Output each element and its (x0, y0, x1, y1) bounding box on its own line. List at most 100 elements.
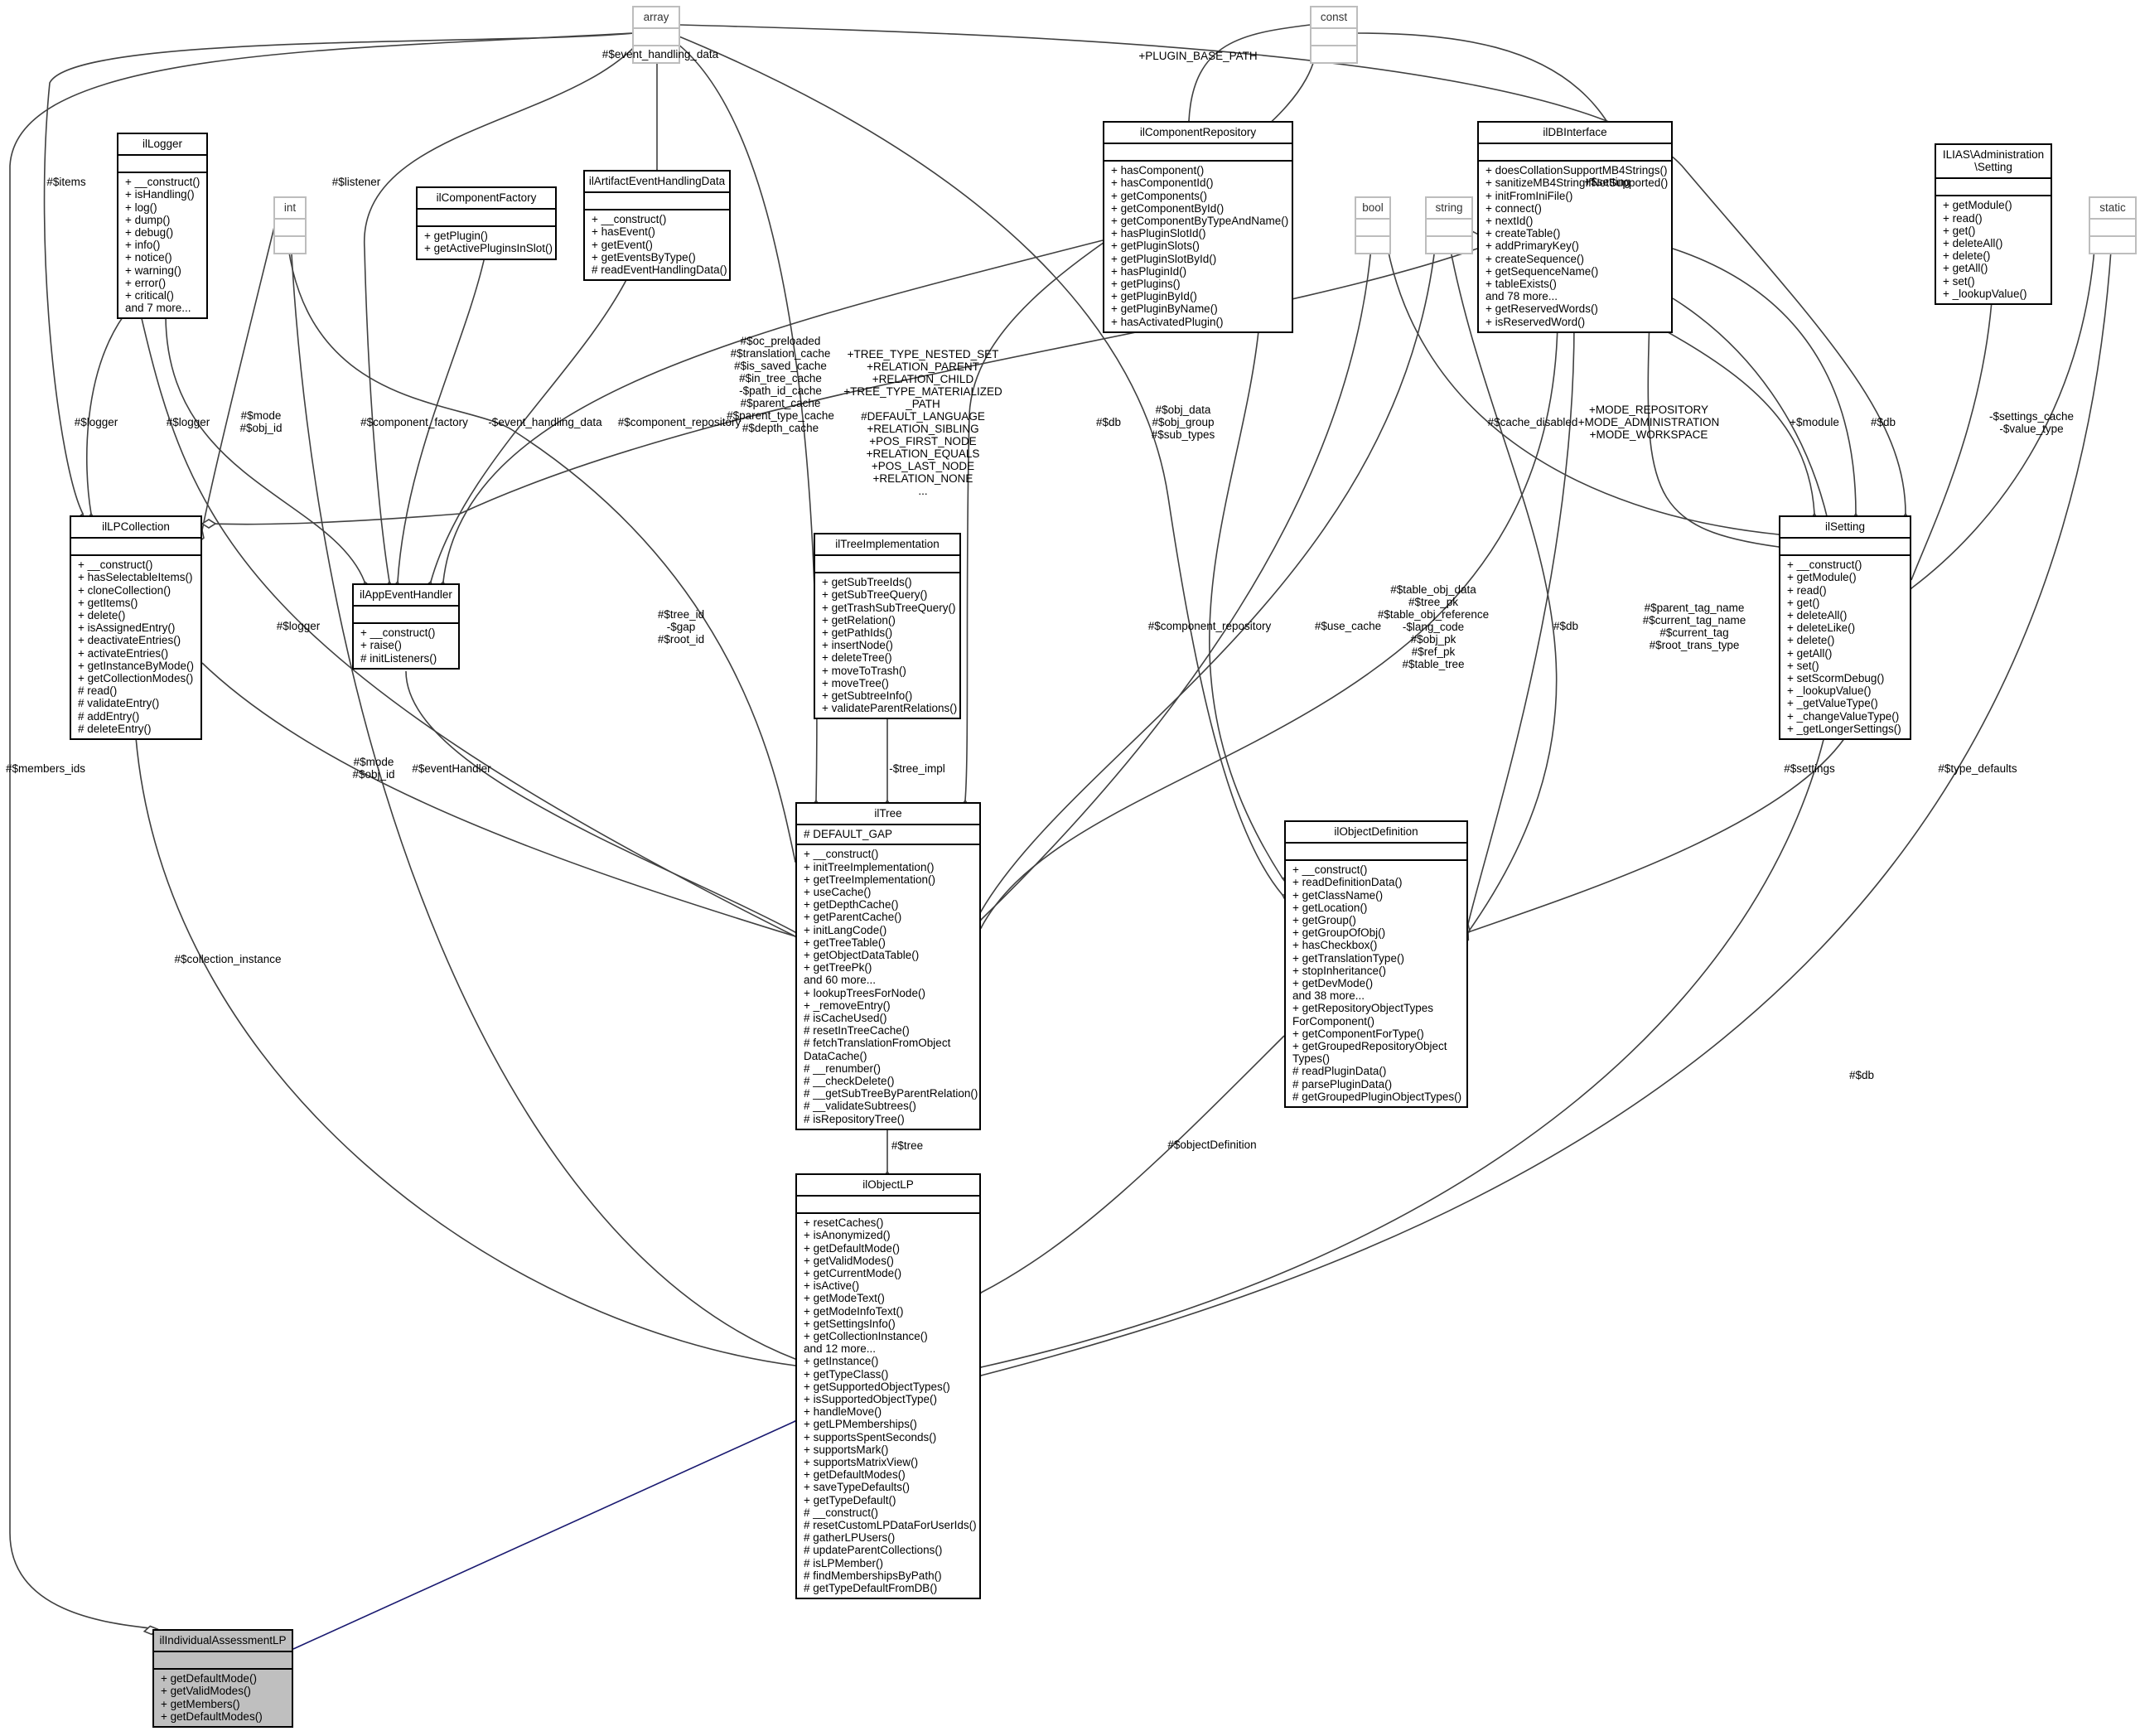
node-ilindividualassessmentlp[interactable]: ilIndividualAssessmentLP+ getDefaultMode… (152, 1629, 293, 1729)
method-item[interactable]: + info() (125, 239, 161, 252)
method-item[interactable]: + getLocation() (1292, 901, 1368, 914)
method-item[interactable]: Types() (1292, 1052, 1331, 1066)
method-item[interactable]: + delete() (1943, 249, 1991, 263)
method-item[interactable]: + getActivePluginsInSlot() (424, 242, 553, 255)
method-item[interactable]: # readEventHandlingData() (592, 264, 727, 277)
method-item[interactable]: + getPlugin() (424, 230, 488, 243)
method-item[interactable]: + get() (1787, 596, 1820, 609)
method-item[interactable]: + tableExists() (1485, 278, 1557, 291)
method-item[interactable]: + getRelation() (822, 613, 896, 626)
method-item[interactable]: + getGroupOfObj() (1292, 926, 1386, 940)
method-item[interactable]: + _getValueType() (1787, 697, 1878, 710)
method-item[interactable]: + critical() (125, 289, 174, 302)
method-item[interactable]: + hasPluginId() (1111, 264, 1187, 278)
method-item[interactable]: + hasComponentId() (1111, 177, 1214, 190)
method-item[interactable]: + getTreePk() (804, 961, 872, 974)
method-item[interactable]: + getLPMemberships() (804, 1418, 917, 1431)
method-item[interactable]: + notice() (125, 251, 172, 264)
method-item[interactable]: + getGroupedRepositoryObject (1292, 1040, 1447, 1053)
method-item[interactable]: and 7 more... (125, 302, 191, 315)
method-item[interactable]: + connect() (1485, 201, 1542, 215)
method-item[interactable]: + deleteAll() (1943, 237, 2003, 250)
method-item[interactable]: + delete() (1787, 634, 1835, 647)
method-item[interactable]: + getModeInfoText() (804, 1304, 904, 1318)
method-item[interactable]: + getObjectDataTable() (804, 949, 920, 962)
method-item[interactable]: + _lookupValue() (1787, 684, 1872, 698)
node-ilartifacteventhandlingdata[interactable]: ilArtifactEventHandlingData+ __construct… (583, 170, 731, 282)
node-ilsetting[interactable]: ilSetting+ __construct()+ getModule()+ r… (1779, 515, 1911, 741)
method-item[interactable]: + __construct() (1787, 559, 1862, 572)
method-item[interactable]: + supportsSpentSeconds() (804, 1430, 937, 1443)
node-ilias-administration-setting[interactable]: ILIAS\Administration \Setting+ getModule… (1935, 143, 2052, 306)
method-item[interactable]: + getAll() (1787, 646, 1833, 660)
method-item[interactable]: + getModeText() (804, 1292, 885, 1305)
method-item[interactable]: and 12 more... (804, 1342, 877, 1356)
method-item[interactable]: # addEntry() (78, 709, 140, 723)
method-item[interactable]: + getTypeDefault() (804, 1493, 896, 1506)
method-item[interactable]: # isCacheUsed() (804, 1012, 887, 1025)
method-item[interactable]: + getPluginById() (1111, 290, 1197, 303)
method-item[interactable]: + read() (1787, 583, 1827, 597)
method-item[interactable]: + dump() (125, 213, 171, 226)
method-item[interactable]: + doesCollationSupportMB4Strings() (1485, 164, 1668, 177)
node-ilobjectlp[interactable]: ilObjectLP+ resetCaches()+ isAnonymized(… (795, 1173, 981, 1600)
method-item[interactable]: + initFromIniFile() (1485, 189, 1573, 202)
method-item[interactable]: + log() (125, 201, 157, 214)
method-item[interactable]: + deleteLike() (1787, 621, 1856, 635)
method-item[interactable]: ForComponent() (1292, 1014, 1375, 1028)
method-item[interactable]: + getDefaultMode() (161, 1672, 257, 1685)
method-item[interactable]: + _lookupValue() (1943, 287, 2027, 300)
method-item[interactable]: + getSupportedObjectTypes() (804, 1380, 950, 1393)
method-item[interactable]: + error() (125, 276, 167, 289)
method-item[interactable]: + insertNode() (822, 639, 893, 652)
method-item[interactable]: + getComponentById() (1111, 201, 1225, 215)
method-item[interactable]: + activateEntries() (78, 646, 169, 660)
method-item[interactable]: + getCollectionModes() (78, 672, 194, 685)
node-ildbinterface[interactable]: ilDBInterface+ doesCollationSupportMB4St… (1477, 121, 1673, 333)
method-item[interactable]: + _removeEntry() (804, 999, 891, 1012)
method-item[interactable]: # isRepositoryTree() (804, 1112, 905, 1125)
node-iltree[interactable]: ilTree# DEFAULT_GAP+ __construct()+ init… (795, 802, 981, 1130)
method-item[interactable]: + setScormDebug() (1787, 672, 1885, 685)
method-item[interactable]: + getComponentByTypeAndName() (1111, 215, 1289, 228)
method-item[interactable]: + read() (1943, 211, 1983, 225)
method-item[interactable]: + __construct() (1292, 863, 1368, 877)
method-item[interactable]: + saveTypeDefaults() (804, 1481, 910, 1494)
method-item[interactable]: # __renumber() (804, 1061, 882, 1075)
method-item[interactable]: + getCurrentMode() (804, 1267, 902, 1280)
method-item[interactable]: + isAssignedEntry() (78, 621, 176, 635)
method-item[interactable]: + getTranslationType() (1292, 951, 1404, 965)
method-item[interactable]: + sanitizeMB4StringIfNotSupported() (1485, 177, 1669, 190)
method-item[interactable]: and 38 more... (1292, 989, 1365, 1003)
method-item[interactable]: + isHandling() (125, 188, 195, 201)
method-item[interactable]: + getInstanceByMode() (78, 659, 194, 672)
method-item[interactable]: # readPluginData() (1292, 1065, 1387, 1078)
method-item[interactable]: + isAnonymized() (804, 1229, 891, 1242)
method-item[interactable]: + resetCaches() (804, 1216, 884, 1230)
method-item[interactable]: + delete() (78, 609, 126, 622)
method-item[interactable]: + getAll() (1943, 262, 1988, 275)
method-item[interactable]: + supportsMark() (804, 1443, 889, 1456)
method-item[interactable]: + getComponentForType() (1292, 1027, 1424, 1040)
method-item[interactable]: + getTreeTable() (804, 936, 886, 949)
method-item[interactable]: + createTable() (1485, 227, 1561, 240)
method-item[interactable]: and 78 more... (1485, 290, 1558, 303)
method-item[interactable]: # __validateSubtrees() (804, 1100, 916, 1113)
method-item[interactable]: + getDefaultMode() (804, 1241, 900, 1255)
method-item[interactable]: + getSubtreeInfo() (822, 689, 913, 703)
method-item[interactable]: # __construct() (804, 1506, 879, 1519)
method-item[interactable]: + set() (1787, 659, 1819, 672)
method-item[interactable]: + getTreeImplementation() (804, 873, 935, 886)
node-illogger[interactable]: ilLogger+ __construct()+ isHandling()+ l… (117, 133, 208, 320)
method-item[interactable]: + getMembers() (161, 1697, 240, 1710)
method-item[interactable]: + getReservedWords() (1485, 302, 1598, 316)
method-item[interactable]: + getPlugins() (1111, 278, 1181, 291)
method-item[interactable]: + isActive() (804, 1279, 860, 1293)
method-item[interactable]: + __construct() (125, 176, 200, 189)
method-item[interactable]: # deleteEntry() (78, 722, 152, 735)
method-item[interactable]: + deleteTree() (822, 651, 892, 665)
method-item[interactable]: + getParentCache() (804, 911, 902, 924)
method-item[interactable]: + getSubTreeQuery() (822, 588, 928, 602)
method-item[interactable]: + deactivateEntries() (78, 634, 181, 647)
method-item[interactable]: + getPluginSlotById() (1111, 252, 1217, 265)
